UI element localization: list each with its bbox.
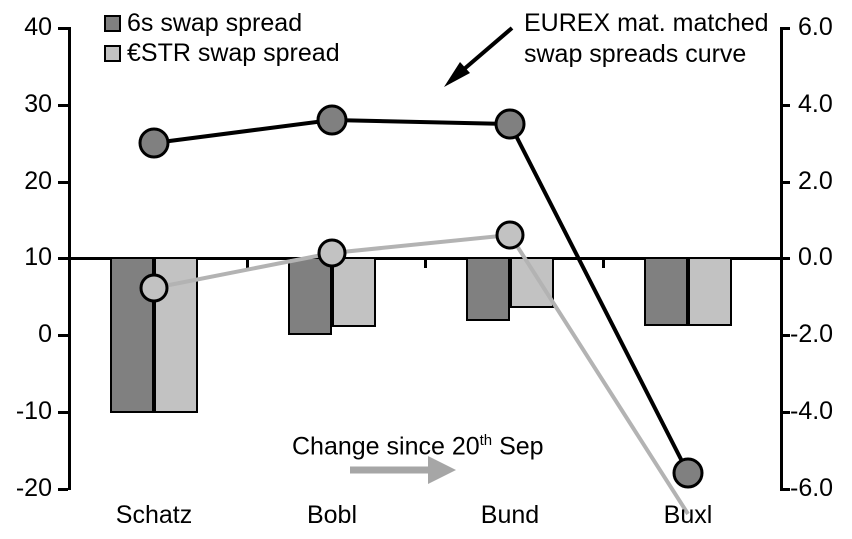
right-tick-m2 — [780, 334, 790, 337]
callout-line-1: EUREX mat. matched — [524, 9, 769, 37]
eurex-curve-callout: EUREX mat. matched swap spreads curve — [524, 8, 769, 70]
legend-label-6s: 6s swap spread — [127, 8, 303, 37]
callout-line-2: swap spreads curve — [524, 40, 747, 68]
x-label-buxl: Buxl — [663, 501, 713, 529]
legend-swatch-6s — [104, 14, 121, 32]
eurex-marker-bobl — [316, 104, 348, 136]
legend-item-estr: €STR swap spread — [104, 38, 340, 68]
right-tick-0 — [780, 257, 790, 260]
right-tick-m4 — [780, 411, 790, 414]
x-label-schatz: Schatz — [115, 501, 193, 529]
change-note-prefix: Change since 20 — [292, 432, 480, 461]
x-sep-tick-3 — [602, 257, 605, 268]
left-axis-label-minus10: -10 — [15, 397, 52, 425]
left-tick-30 — [58, 104, 68, 107]
change-series-line — [153, 232, 690, 516]
eurex-marker-schatz — [138, 127, 170, 159]
right-tick-m6 — [780, 488, 790, 491]
left-axis-label-30: 30 — [24, 90, 52, 118]
right-tick-4 — [780, 104, 790, 107]
right-axis-label-minus4: -4.0 — [790, 397, 834, 425]
callout-arrow-icon — [444, 26, 514, 87]
left-tick-m20 — [58, 488, 68, 491]
x-label-bund: Bund — [480, 501, 540, 529]
change-marker-bund — [495, 220, 525, 250]
left-tick-0 — [58, 334, 68, 337]
chart-legend: 6s swap spread €STR swap spread — [104, 8, 340, 68]
bar-estr-buxl — [688, 257, 732, 326]
right-axis-label-0: 0.0 — [798, 243, 833, 271]
right-axis-label-2: 2.0 — [798, 167, 833, 195]
bar-estr-schatz — [154, 257, 198, 413]
left-tick-20 — [58, 181, 68, 184]
legend-swatch-estr — [104, 44, 121, 62]
x-sep-tick-2 — [424, 257, 427, 268]
legend-label-estr: €STR swap spread — [127, 38, 340, 67]
legend-item-6s: 6s swap spread — [104, 8, 340, 38]
eurex-series-line — [153, 117, 690, 474]
left-axis-label-10: 10 — [24, 243, 52, 271]
left-axis-label-0: 0 — [38, 320, 52, 348]
bar-6s-bund — [466, 257, 510, 321]
right-tick-6 — [780, 27, 790, 30]
eurex-marker-bund — [494, 108, 526, 140]
eurex-marker-buxl — [672, 457, 704, 489]
x-label-bobl: Bobl — [306, 501, 358, 529]
left-axis-label-minus20: -20 — [15, 474, 52, 502]
bar-6s-bobl — [288, 257, 332, 335]
bar-estr-bobl — [332, 257, 376, 327]
left-tick-10 — [58, 257, 68, 260]
left-axis-label-20: 20 — [24, 167, 52, 195]
x-sep-tick-1 — [246, 257, 249, 268]
left-axis-label-40: 40 — [24, 13, 52, 41]
left-tick-m10 — [58, 411, 68, 414]
right-axis-label-minus2: -2.0 — [790, 320, 834, 348]
right-axis-label-4: 4.0 — [798, 90, 833, 118]
change-note-ordinal: th — [479, 432, 493, 449]
change-since-note: Change since 20th Sep — [292, 428, 544, 459]
change-note-suffix: Sep — [492, 432, 544, 461]
right-tick-2 — [780, 181, 790, 184]
right-axis-label-minus6: -6.0 — [790, 474, 834, 502]
bar-6s-schatz — [110, 257, 154, 413]
bar-estr-bund — [510, 257, 554, 308]
left-tick-40 — [58, 27, 68, 30]
right-axis-label-6: 6.0 — [798, 13, 833, 41]
bar-6s-buxl — [644, 257, 688, 326]
